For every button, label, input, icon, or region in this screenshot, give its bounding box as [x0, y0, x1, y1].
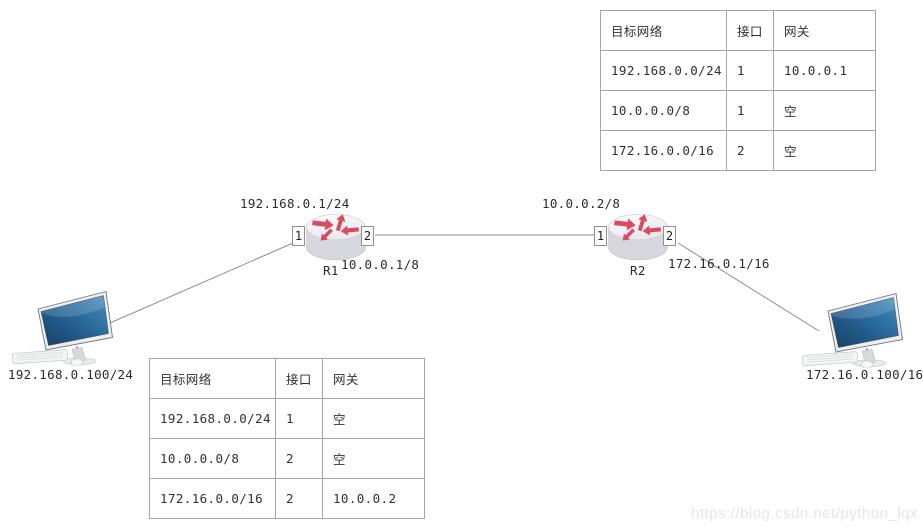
r2-name-label: R2 — [630, 263, 646, 278]
header-interface: 接口 — [274, 358, 323, 399]
table-row: 10.0.0.0/8 1 空 — [600, 90, 876, 131]
router-r2: 1 2 — [592, 210, 684, 276]
table-header-row: 目标网络 接口 网关 — [600, 10, 876, 51]
r1-interface2-ip-label: 10.0.0.1/8 — [341, 257, 420, 272]
computer-pc1-icon — [12, 290, 114, 366]
cell-dest: 172.16.0.0/16 — [600, 130, 727, 171]
router-arrows-icon — [614, 214, 661, 241]
routing-table-top-right: 目标网络 接口 网关 192.168.0.0/24 1 10.0.0.1 10.… — [600, 10, 876, 171]
routing-table-bottom-left: 目标网络 接口 网关 192.168.0.0/24 1 空 10.0.0.0/8… — [149, 358, 425, 519]
header-gateway: 网关 — [772, 10, 876, 51]
link-pc1-r1 — [109, 242, 294, 324]
cell-gw: 空 — [772, 90, 876, 131]
cell-iface: 1 — [725, 90, 774, 131]
r2-interface1-ip-label: 10.0.0.2/8 — [542, 196, 621, 211]
csdn-watermark: https://blog.csdn.net/python_lqx — [691, 505, 918, 522]
pc1-ip-label: 192.168.0.100/24 — [8, 367, 134, 382]
header-dest-network: 目标网络 — [600, 10, 727, 51]
router-r1: 1 2 — [290, 210, 382, 276]
table-header-row: 目标网络 接口 网关 — [149, 358, 425, 399]
cell-dest: 192.168.0.0/24 — [600, 50, 727, 91]
computer-pc2-icon — [802, 292, 904, 368]
header-interface: 接口 — [725, 10, 774, 51]
router-icon — [306, 214, 366, 261]
r1-port-1: 1 — [292, 226, 305, 246]
header-dest-network: 目标网络 — [149, 358, 276, 399]
table-row: 192.168.0.0/24 1 10.0.0.1 — [600, 50, 876, 91]
cell-iface: 2 — [274, 438, 323, 479]
cell-dest: 192.168.0.0/24 — [149, 398, 276, 439]
cell-gw: 10.0.0.2 — [321, 478, 425, 519]
cell-gw: 空 — [321, 438, 425, 479]
table-row: 10.0.0.0/8 2 空 — [149, 438, 425, 479]
pc2-ip-label: 172.16.0.100/16 — [806, 367, 923, 382]
router-arrows-icon — [312, 214, 359, 241]
cell-gw: 空 — [321, 398, 425, 439]
table-row: 172.16.0.0/16 2 10.0.0.2 — [149, 478, 425, 519]
r1-port-2: 2 — [361, 226, 374, 246]
cell-iface: 1 — [725, 50, 774, 91]
header-gateway: 网关 — [321, 358, 425, 399]
table-row: 192.168.0.0/24 1 空 — [149, 398, 425, 439]
r2-port-1: 1 — [594, 226, 607, 246]
cell-dest: 10.0.0.0/8 — [600, 90, 727, 131]
router-icon — [608, 214, 668, 261]
cell-iface: 1 — [274, 398, 323, 439]
r2-port-2: 2 — [663, 226, 676, 246]
cell-gw: 空 — [772, 130, 876, 171]
r1-interface1-ip-label: 192.168.0.1/24 — [240, 196, 350, 211]
cell-dest: 10.0.0.0/8 — [149, 438, 276, 479]
table-row: 172.16.0.0/16 2 空 — [600, 130, 876, 171]
cell-iface: 2 — [274, 478, 323, 519]
r2-interface2-ip-label: 172.16.0.1/16 — [668, 256, 770, 271]
r1-name-label: R1 — [323, 263, 339, 278]
cell-iface: 2 — [725, 130, 774, 171]
routing-table: 目标网络 接口 网关 192.168.0.0/24 1 10.0.0.1 10.… — [600, 10, 876, 171]
cell-gw: 10.0.0.1 — [772, 50, 876, 91]
routing-table: 目标网络 接口 网关 192.168.0.0/24 1 空 10.0.0.0/8… — [149, 358, 425, 519]
cell-dest: 172.16.0.0/16 — [149, 478, 276, 519]
link-r2-pc2 — [677, 242, 820, 332]
